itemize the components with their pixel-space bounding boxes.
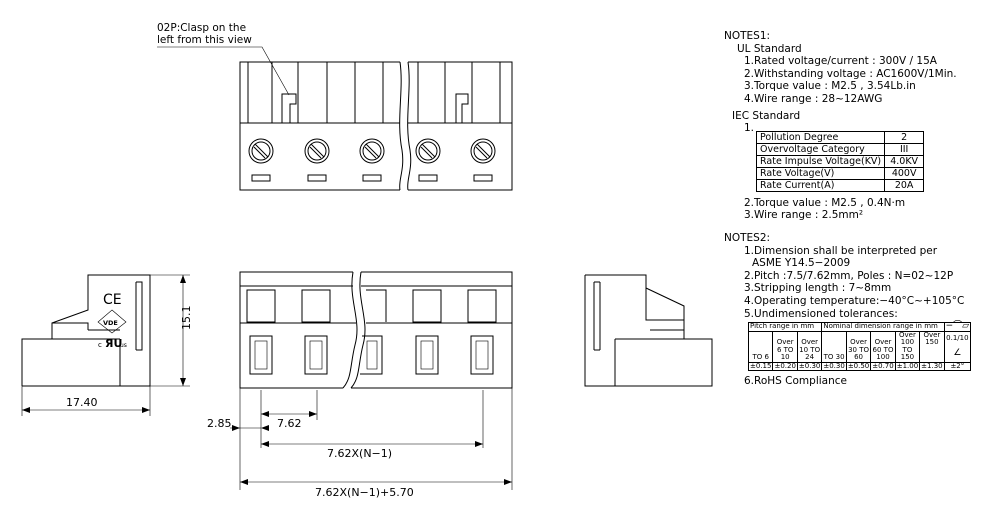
- notes2-item: 1.Dimension shall be interpreted per: [744, 244, 938, 257]
- tolerance-value: ±1.00: [894, 361, 921, 372]
- bottom-dimensions: 2.85 7.62 7.62X(N−1) 7.62X(N−1)+5.70: [207, 388, 513, 499]
- symbol-header: −⌒⏥: [943, 321, 972, 332]
- iec-value: 2: [884, 130, 925, 144]
- pitch-range-header: Pitch range in mm: [747, 322, 823, 332]
- tolerance-value: ±0.30: [821, 361, 847, 372]
- table-row: Rate Current(A)20A: [755, 178, 925, 192]
- iec-value: III: [884, 142, 925, 156]
- vde-text: VDE: [103, 319, 118, 327]
- nominal-range: TO 30: [821, 330, 847, 363]
- tolerance-value: ±0.50: [845, 361, 872, 372]
- ul-standard-title: UL Standard: [737, 42, 802, 55]
- iec-value: 4.0KV: [884, 154, 925, 168]
- tolerance-value: ±0.30: [796, 361, 823, 372]
- pitch-range: Over 10 TO 24: [796, 330, 823, 363]
- c-mark: c: [98, 341, 102, 349]
- iec-label: Rate Voltage(V): [755, 166, 886, 180]
- screw-5: [470, 138, 496, 182]
- notes1-title: NOTES1:: [724, 30, 771, 42]
- flat-value: 0.1/10: [946, 334, 969, 343]
- iec-value: 400V: [884, 166, 925, 180]
- ul-item: 4.Wire range : 28~12AWG: [744, 92, 883, 105]
- front-view: [239, 271, 513, 389]
- tolerance-value: ±0.70: [870, 361, 896, 372]
- tolerance-value: ±0.15: [747, 361, 774, 372]
- notes2-item: ASME Y14.5−2009: [752, 257, 851, 270]
- dim-edge: 2.85: [207, 417, 232, 430]
- notes2-item: 2.Pitch :7.5/7.62mm, Poles : N=02~12P: [744, 269, 954, 282]
- nominal-range: Over 150: [919, 330, 945, 363]
- callout-line-1: 02P:Clasp on the: [157, 22, 246, 34]
- screw-2: [304, 138, 330, 182]
- top-view: [239, 61, 513, 191]
- iec-value: 20A: [884, 178, 925, 192]
- iec-item: 2.Torque value : M2.5 , 0.4N·m: [744, 196, 906, 209]
- ur-mark: ЯU: [105, 337, 122, 350]
- iec-label: Pollution Degree: [755, 130, 886, 144]
- notes-panel: NOTES1: UL Standard 1.Rated voltage/curr…: [724, 30, 989, 388]
- tolerance-table: Pitch range in mm Nominal dimension rang…: [747, 321, 972, 372]
- nominal-range-header: Nominal dimension range in mm: [821, 322, 945, 332]
- dim-overall: 7.62X(N−1)+5.70: [315, 486, 414, 499]
- notes2-item: 6.RoHS Compliance: [744, 375, 847, 388]
- notes2-item: 4.Operating temperature:−40°C~+105°C: [744, 294, 965, 307]
- ul-item: 3.Torque value : M2.5 , 3.54Lb.in: [744, 80, 916, 93]
- iec-label: Rate Current(A): [755, 178, 886, 192]
- notes2-item: 5.Undimensioned tolerances:: [744, 307, 898, 320]
- callout-leader: [157, 46, 290, 96]
- table-row: Pitch range in mm Nominal dimension rang…: [747, 321, 972, 332]
- screw-3: [359, 138, 385, 182]
- iec-item-number: 1.: [744, 122, 755, 135]
- flat-tolerance: 0.1/10 ∠: [943, 330, 972, 363]
- screw-4: [415, 138, 441, 182]
- angle-tolerance: ±2°: [943, 361, 972, 372]
- ul-item: 1.Rated voltage/current : 300V / 15A: [744, 55, 937, 68]
- vde-mark: [97, 309, 127, 334]
- screw-1: [248, 138, 274, 182]
- right-side-view: [584, 274, 713, 387]
- dim-depth: 17.40: [66, 396, 98, 409]
- notes2-title: NOTES2:: [724, 231, 771, 244]
- technical-drawing: 02P:Clasp on the left from this view: [21, 22, 713, 499]
- ul-item: 2.Withstanding voltage : AC1600V/1Min.: [744, 67, 957, 80]
- us-mark: us: [120, 342, 127, 349]
- left-side-view: CE VDE c ЯU us 15.1 17.40: [21, 274, 193, 416]
- notes2-item: 3.Stripping length : 7~8mm: [744, 282, 892, 295]
- iec-label: Overvoltage Category: [755, 142, 886, 156]
- iec-label: Rate Impulse Voltage(KV): [755, 154, 886, 168]
- ce-mark: CE: [103, 292, 122, 308]
- table-row: TO 6 Over 6 TO 10 Over 10 TO 24 TO 30 Ov…: [747, 330, 972, 363]
- iec-item: 3.Wire range : 2.5mm²: [744, 209, 864, 222]
- dim-pitch: 7.62: [277, 417, 302, 430]
- dim-height: 15.1: [180, 306, 193, 331]
- tolerance-value: ±0.20: [772, 361, 798, 372]
- table-row: ±0.15 ±0.20 ±0.30 ±0.30 ±0.50 ±0.70 ±1.0…: [747, 361, 972, 372]
- callout-line-2: left from this view: [157, 34, 252, 46]
- pitch-range: TO 6: [747, 330, 774, 363]
- table-row: Rate Voltage(V)400V: [755, 166, 925, 180]
- nominal-range: Over 30 TO 60: [845, 330, 872, 363]
- nominal-range: Over 100 TO 150: [894, 330, 921, 363]
- dim-span: 7.62X(N−1): [327, 447, 392, 460]
- pitch-range: Over 6 TO 10: [772, 330, 798, 363]
- iec-standard-title: IEC Standard: [732, 109, 801, 122]
- nominal-range: Over 60 TO 100: [870, 330, 896, 363]
- table-row: Rate Impulse Voltage(KV)4.0KV: [755, 154, 925, 168]
- tolerance-value: ±1.30: [919, 361, 945, 372]
- angle-symbol: ∠: [953, 348, 962, 359]
